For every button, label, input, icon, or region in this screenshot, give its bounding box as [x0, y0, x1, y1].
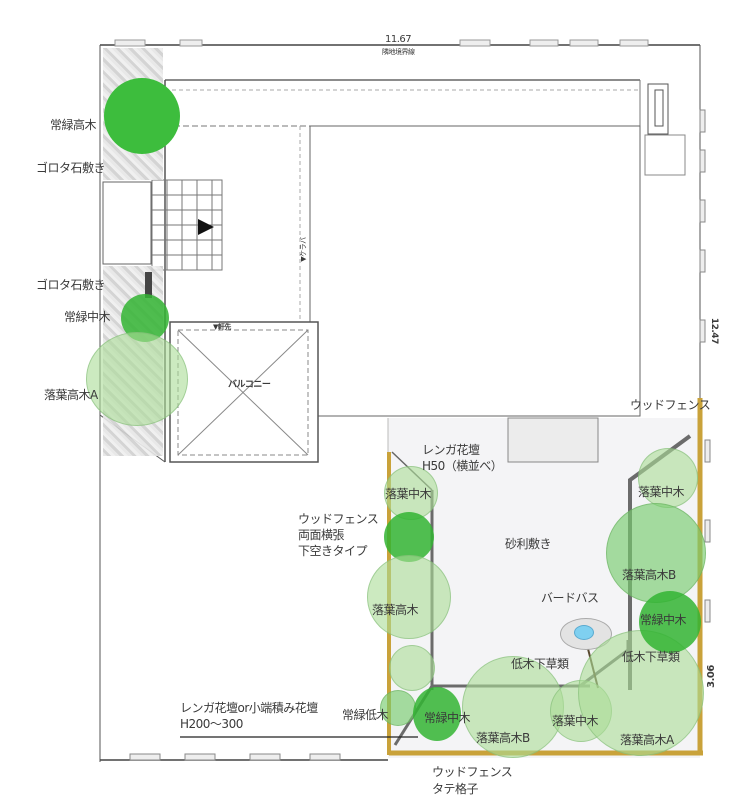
label-gravel-mid: ゴロタ石敷き: [36, 278, 106, 292]
label-deciduous-mid-bottom: 落葉中木: [552, 714, 599, 728]
birdbath-water: [574, 625, 594, 640]
label-shrub-under-left: 低木下草類: [511, 657, 569, 671]
deciduous-tall-b-right: [606, 503, 706, 603]
deciduous-mid-tree-right: [638, 448, 698, 508]
label-wood-fence-bottom: ウッドフェンス タテ格子: [432, 765, 513, 796]
label-deciduous-tall-a-bottom: 落葉高木A: [620, 733, 674, 747]
evergreen-mid-tree-right: [639, 591, 701, 653]
eaves-label: ▼軒先: [213, 323, 231, 331]
dimension-right: 3.06: [705, 665, 717, 688]
label-deciduous-mid-left: 落葉中木: [385, 487, 432, 501]
label-evergreen-mid-bottom: 常緑中木: [424, 711, 471, 725]
label-wood-fence-right: ウッドフェンス: [630, 398, 711, 412]
evergreen-tall-tree: [104, 78, 180, 154]
boundary-caption: 隣地境界線: [382, 48, 415, 56]
label-deciduous-tall-b-right: 落葉高木B: [622, 568, 676, 582]
small-deciduous-tree: [389, 645, 435, 691]
label-evergreen-mid-right: 常緑中木: [640, 613, 687, 627]
deciduous-tall-tree-left: [367, 555, 451, 639]
dimension-right-upper: 12.47: [708, 317, 719, 344]
label-brick-bed: レンガ花壇 H50（横並べ）: [422, 443, 503, 473]
label-birdbath: バードバス: [541, 591, 599, 605]
gate-post: [145, 272, 152, 298]
label-gravel-center: 砂利敷き: [505, 537, 552, 551]
deciduous-tall-b-bottom: [462, 656, 564, 758]
label-deciduous-mid-right: 落葉中木: [638, 485, 685, 499]
balcony-label: バルコニー: [228, 380, 271, 390]
dimension-top: 11.67: [385, 34, 412, 45]
label-evergreen-low: 常緑低木: [342, 708, 389, 722]
deciduous-tall-a-left: [86, 332, 188, 426]
evergreen-mid-tree-bottom: [413, 687, 461, 741]
label-brick-bed-note: レンガ花壇or小端積み花壇 H200～300: [180, 701, 318, 731]
evergreen-mid-tree-fence: [384, 512, 434, 562]
label-evergreen-mid-left: 常緑中木: [64, 310, 111, 324]
verge-label: ▼ケラバ: [299, 237, 308, 262]
deciduous-mid-tree-left: [384, 466, 438, 520]
label-wood-fence-left: ウッドフェンス 両面横張 下空きタイプ: [298, 512, 379, 559]
label-deciduous-tall-a-left: 落葉高木A: [44, 388, 98, 402]
evergreen-low-shrub: [380, 690, 416, 726]
label-evergreen-tall: 常緑高木: [50, 118, 97, 132]
label-deciduous-tall-b-bottom: 落葉高木B: [476, 731, 530, 745]
label-gravel-top: ゴロタ石敷き: [36, 161, 106, 175]
deciduous-tall-a-bottom: [578, 630, 704, 756]
label-deciduous-tall-left: 落葉高木: [372, 603, 419, 617]
label-shrub-under-right: 低木下草類: [622, 650, 680, 664]
